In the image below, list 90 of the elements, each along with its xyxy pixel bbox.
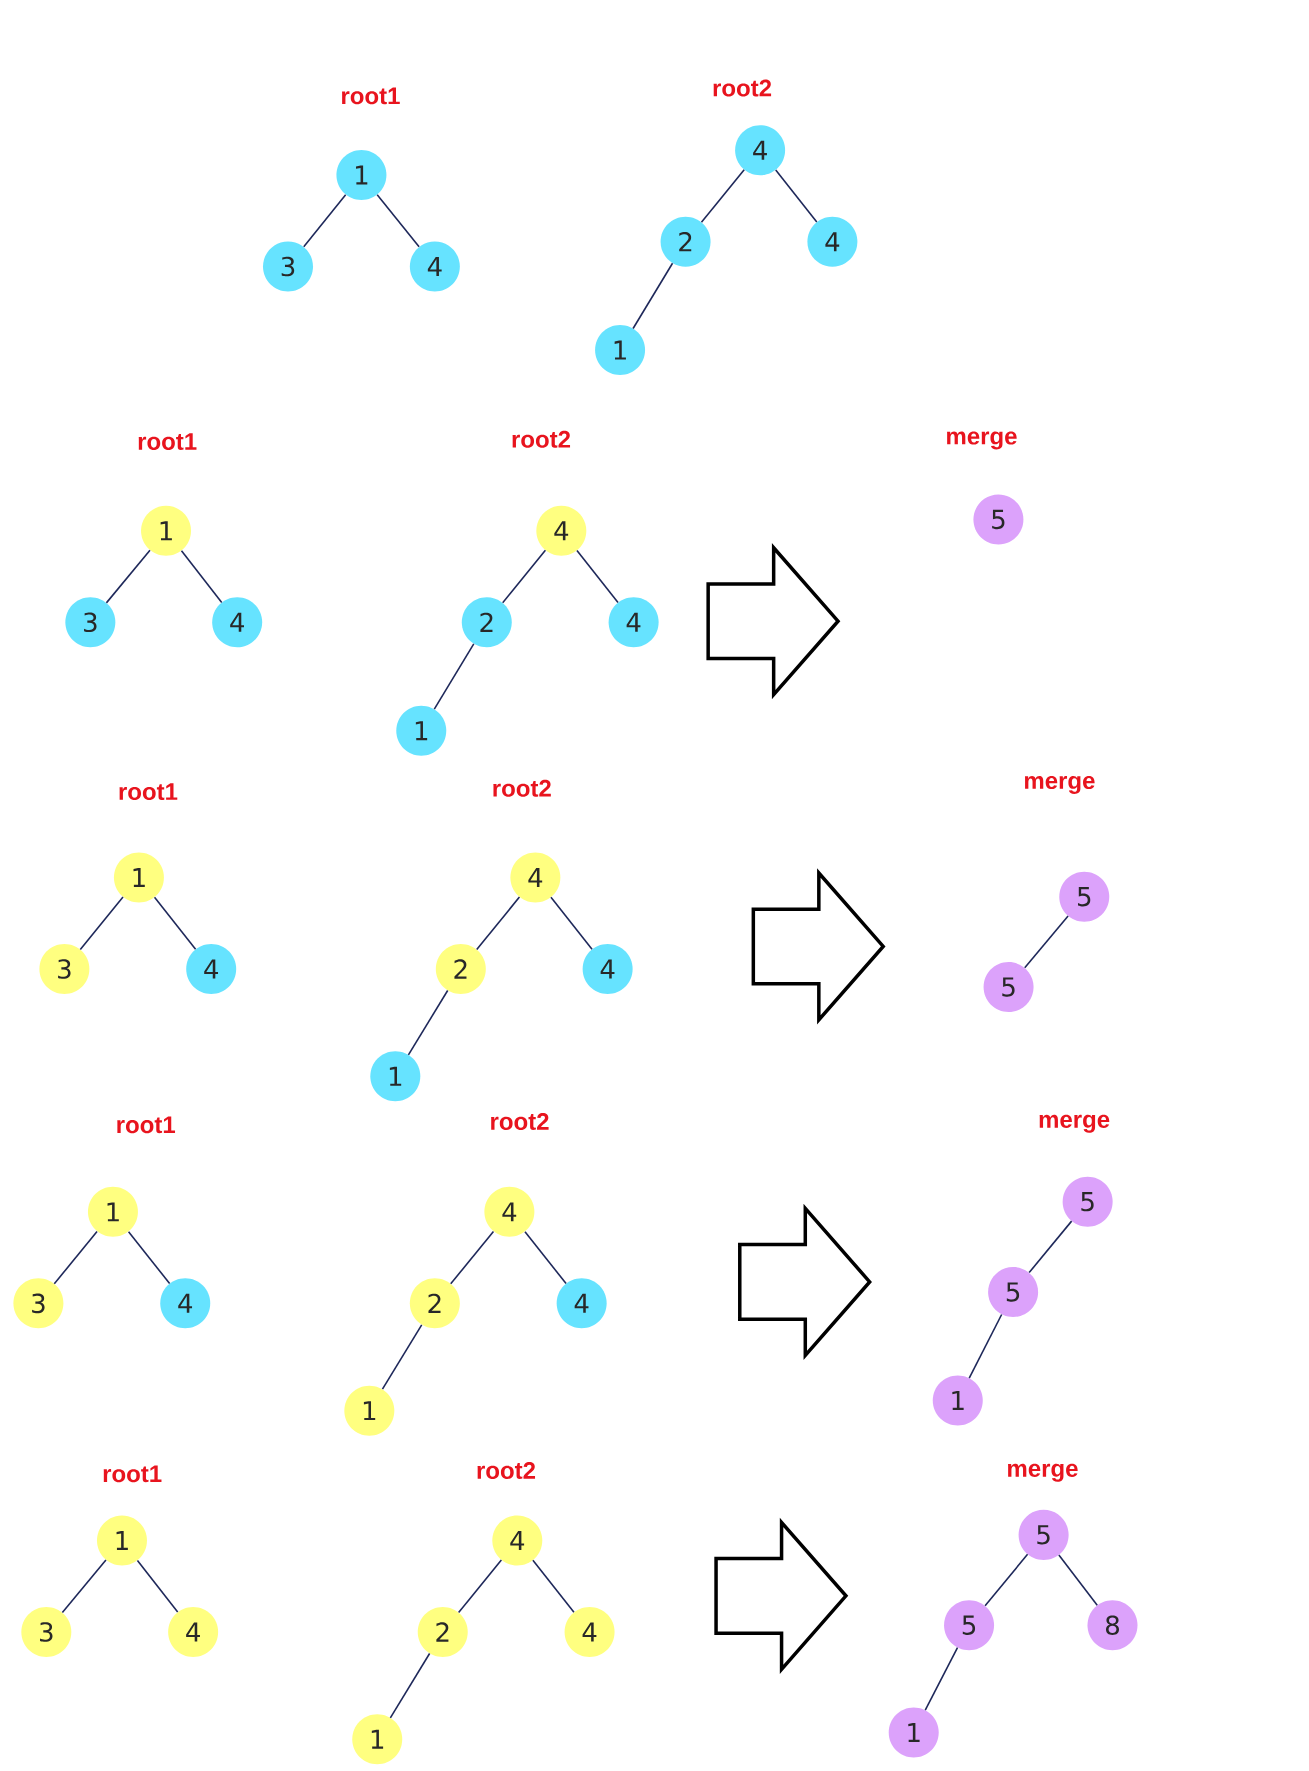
tree-node: 3 [13,1278,64,1329]
tree-node: 4 [556,1278,607,1329]
tree-node: 2 [435,944,486,995]
tree-node: 1 [370,1051,421,1102]
tree-node: 1 [888,1707,939,1758]
tree-node: 4 [536,505,587,556]
tree-node: 1 [113,852,164,903]
tree-edge [136,1559,179,1613]
tree-edge [127,1230,171,1285]
tree-node: 1 [141,505,192,556]
tree-node: 4 [510,852,561,903]
tree-node: 1 [932,1375,983,1426]
tree-node: 4 [484,1186,535,1237]
tree-edge [532,1559,575,1614]
tree-label: merge [1039,1114,1110,1133]
tree-node: 4 [186,944,237,995]
tree-node: 4 [807,216,858,267]
tree-node: 1 [595,325,646,376]
tree-edge [700,168,745,223]
tree-node: 4 [564,1607,615,1657]
tree-node: 5 [983,962,1034,1013]
tree-edge [501,549,547,604]
tree-node: 5 [1018,1509,1069,1560]
tree-edge [79,896,124,951]
tree-label: root1 [342,87,400,105]
tree-node: 3 [21,1607,72,1657]
tree-node: 2 [660,216,711,267]
tree-label: root2 [493,779,551,797]
tree-label: root1 [138,433,197,450]
tree-edge [105,549,151,604]
tree-edge [53,1230,98,1285]
tree-node: 1 [97,1515,147,1566]
tree-edge [1058,1554,1098,1606]
tree-node: 4 [582,944,633,995]
tree-edge [389,1652,431,1719]
tree-node: 5 [1059,871,1110,922]
tree-node: 4 [409,241,460,292]
tree-edge [407,989,449,1056]
tree-edge [61,1559,107,1614]
tree-edge [550,896,593,951]
tree-node: 1 [336,150,387,201]
tree-edge [968,1313,1003,1379]
tree-edge [524,1230,567,1285]
tree-node: 2 [417,1607,468,1657]
tree-label: root1 [117,1116,176,1134]
tree-node: 5 [988,1267,1039,1318]
tree-edge [924,1646,959,1711]
tree-edge [457,1559,503,1614]
tree-label: merge [947,431,1017,450]
tree-edge [1028,1220,1073,1274]
tree-label: merge [1025,775,1095,794]
tree-node: 5 [1062,1176,1113,1227]
tree-node: 4 [168,1607,219,1657]
tree-edge [475,896,521,951]
tree-node: 4 [160,1278,211,1329]
tree-node: 4 [492,1515,543,1566]
tree-node: 3 [39,944,90,995]
tree-edge [774,169,818,223]
tree-edge [381,1324,423,1390]
tree-label: root2 [477,1462,536,1479]
tree-label: root1 [103,1465,162,1483]
tree-label: root2 [713,79,772,97]
tree-edge [1023,915,1069,969]
tree-node: 2 [409,1278,460,1329]
tree-edge [632,262,674,330]
tree-node: 5 [973,494,1024,545]
tree-node: 1 [396,705,447,756]
tree-node: 3 [65,597,116,648]
tree-label: merge [1008,1463,1078,1482]
tree-edge [376,193,420,248]
tree-edge [302,193,347,248]
tree-node: 3 [263,241,313,292]
tree-label: root2 [491,1113,549,1130]
tree-node: 1 [87,1186,138,1237]
tree-node: 4 [608,597,659,648]
tree-node: 5 [944,1600,995,1651]
tree-edge [153,896,197,951]
tree-node: 1 [344,1385,395,1436]
tree-edge [984,1553,1029,1607]
tree-label: root2 [512,430,571,448]
tree-node: 4 [212,597,263,648]
tree-node: 4 [735,125,786,176]
tree-edge [180,549,223,604]
tree-label: root1 [119,783,178,801]
tree-edge [449,1230,495,1285]
tree-edge [576,549,619,604]
tree-edge [433,643,475,710]
tree-node: 2 [461,597,512,648]
tree-node: 8 [1087,1600,1138,1651]
tree-node: 1 [352,1714,403,1765]
